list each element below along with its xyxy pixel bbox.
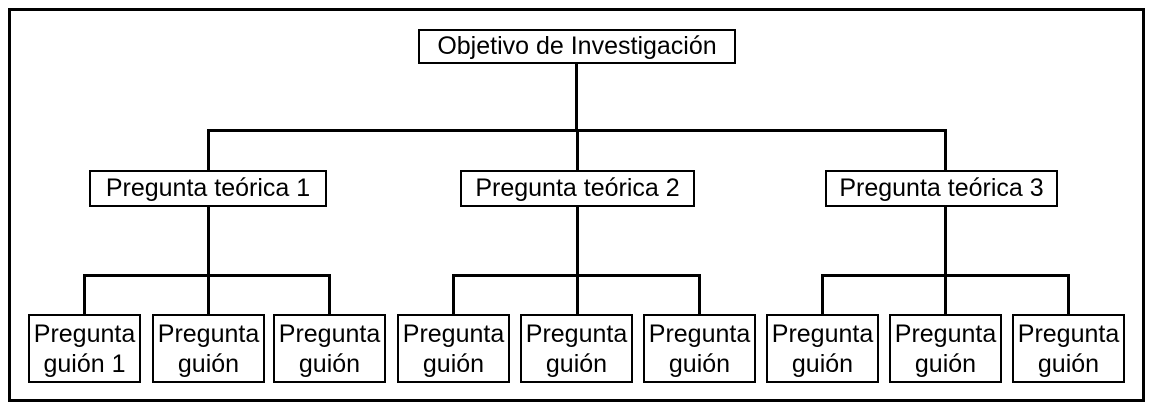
leaf-node-guion-3-1: Pregunta guión	[766, 314, 879, 383]
leaf-node-line2: guión	[298, 349, 361, 378]
branch-node-label: Pregunta teórica 2	[475, 173, 680, 202]
leaf-node-line2: guión	[914, 349, 977, 378]
branch-node-teorica-1: Pregunta teórica 1	[89, 170, 327, 207]
leaf-node-line1: Pregunta	[278, 319, 381, 348]
leaf-node-guion-1-2: Pregunta guión	[152, 314, 265, 383]
leaf-node-line1: Pregunta	[894, 319, 997, 348]
connector-drop-child-5	[576, 274, 579, 314]
leaf-node-line1: Pregunta	[648, 319, 751, 348]
connector-drop-child-6	[698, 274, 701, 314]
leaf-node-line1: Pregunta	[1017, 319, 1120, 348]
leaf-node-line2: guión	[545, 349, 608, 378]
connector-drop-child-9	[1067, 274, 1070, 314]
leaf-node-line1: Pregunta	[771, 319, 874, 348]
leaf-node-guion-2-3: Pregunta guión	[643, 314, 756, 383]
branch-node-label: Pregunta teórica 3	[839, 173, 1044, 202]
branch-node-teorica-3: Pregunta teórica 3	[825, 170, 1058, 207]
connector-branch1-drop	[207, 207, 210, 277]
connector-drop-child-4	[452, 274, 455, 314]
leaf-node-line2: guión	[668, 349, 731, 378]
leaf-node-line2: guión	[1037, 349, 1100, 378]
connector-root-drop	[575, 63, 578, 132]
connector-drop-child-7	[821, 274, 824, 314]
leaf-node-line2: guión	[422, 349, 485, 378]
leaf-node-guion-2-2: Pregunta guión	[520, 314, 633, 383]
branch-node-label: Pregunta teórica 1	[105, 173, 311, 202]
leaf-node-guion-3-3: Pregunta guión	[1012, 314, 1125, 383]
root-node-label: Objetivo de Investigación	[437, 31, 717, 60]
branch-node-teorica-2: Pregunta teórica 2	[460, 170, 695, 207]
leaf-node-line2: guión 1	[43, 349, 126, 378]
leaf-node-line1: Pregunta	[157, 319, 260, 348]
connector-drop-branch-1	[207, 129, 210, 171]
leaf-node-line1: Pregunta	[525, 319, 628, 348]
leaf-node-line1: Pregunta	[402, 319, 505, 348]
leaf-node-line1: Pregunta	[33, 319, 136, 348]
connector-branch3-drop	[944, 207, 947, 277]
leaf-node-line2: guión	[177, 349, 240, 378]
leaf-node-guion-1-1: Pregunta guión 1	[28, 314, 141, 383]
connector-drop-branch-3	[944, 129, 947, 171]
leaf-node-line2: guión	[791, 349, 854, 378]
connector-drop-branch-2	[576, 129, 579, 171]
leaf-node-guion-2-1: Pregunta guión	[397, 314, 510, 383]
connector-branch2-drop	[576, 207, 579, 277]
connector-drop-child-8	[944, 274, 947, 314]
root-node-objetivo: Objetivo de Investigación	[418, 29, 736, 64]
connector-drop-child-1	[83, 274, 86, 314]
leaf-node-guion-3-2: Pregunta guión	[889, 314, 1002, 383]
leaf-node-guion-1-3: Pregunta guión	[273, 314, 386, 383]
connector-drop-child-3	[328, 274, 331, 314]
connector-drop-child-2	[207, 274, 210, 314]
